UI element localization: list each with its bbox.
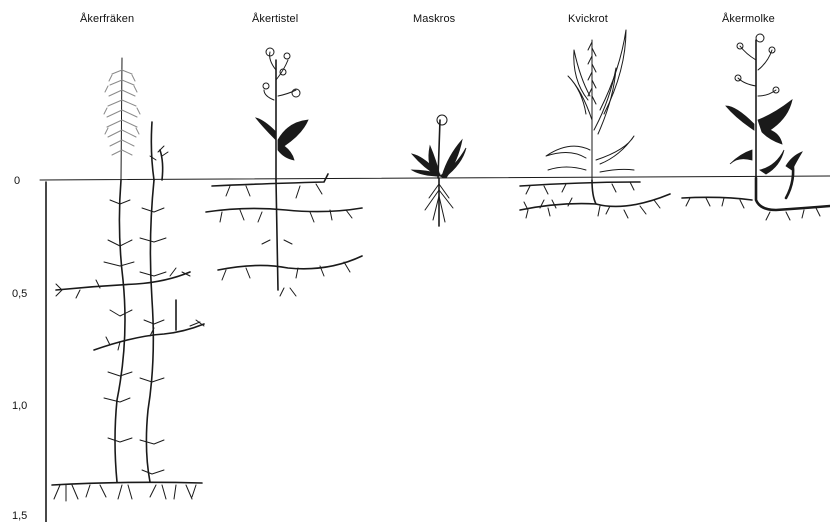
maskros-drawing	[412, 115, 466, 226]
akerfraken-rhizomes	[52, 180, 204, 501]
akermolke-drawing	[682, 34, 830, 220]
akertistel-drawing	[206, 48, 362, 296]
akerfraken-drawing	[52, 58, 204, 501]
kvickrot-drawing	[520, 30, 670, 218]
akerfraken-shoot	[104, 58, 168, 180]
ground-line	[40, 176, 830, 180]
